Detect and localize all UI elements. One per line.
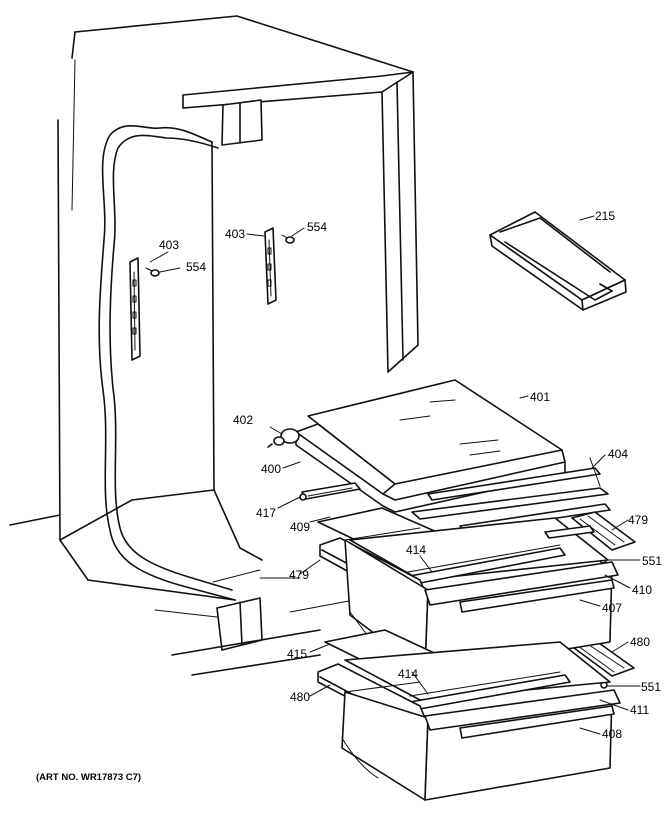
- callout-415: 415: [287, 647, 307, 661]
- callout-labels: 215 401 402 400 403 554 403 554 404 417 …: [36, 209, 662, 783]
- screw-554-left: [145, 267, 160, 277]
- leader-lines: [149, 215, 641, 735]
- callout-410: 410: [632, 583, 652, 597]
- crisper-drawer-upper: [319, 527, 619, 673]
- callout-402: 402: [233, 413, 253, 427]
- callout-404: 404: [608, 447, 628, 461]
- callout-411: 411: [630, 703, 649, 717]
- screw-554-right: [281, 234, 295, 244]
- callout-407: 407: [602, 601, 622, 615]
- callout-554-right: 554: [307, 220, 327, 234]
- callout-414-upper: 414: [406, 543, 426, 557]
- callout-400: 400: [261, 462, 281, 476]
- callout-408: 408: [602, 727, 622, 741]
- cabinet-liner: [9, 15, 419, 676]
- callout-480-right: 480: [630, 635, 650, 649]
- callout-479-left: 479: [289, 568, 309, 582]
- callout-401: 401: [530, 390, 550, 404]
- slide-rail-479-right: [571, 511, 636, 551]
- callout-480-left: 480: [290, 690, 310, 704]
- callout-215: 215: [595, 209, 615, 223]
- callout-554-left: 554: [186, 260, 206, 274]
- crisper-cover-upper: [317, 507, 609, 585]
- art-number: (ART NO. WR17873 C7): [36, 772, 141, 783]
- crisper-drawer-lower: [317, 663, 621, 801]
- door-bin: [489, 211, 627, 311]
- callout-403-right: 403: [225, 227, 245, 241]
- callout-417: 417: [256, 506, 276, 520]
- callout-479-right: 479: [628, 513, 648, 527]
- callout-403-left: 403: [159, 238, 179, 252]
- slide-rail-417: [299, 482, 361, 501]
- glass-shelf-upper: [295, 379, 611, 533]
- callout-409: 409: [290, 520, 310, 534]
- shelf-support-rail-right: [264, 227, 277, 305]
- callout-551-lower: 551: [641, 680, 661, 694]
- shelf-support-rail-left: [129, 257, 141, 361]
- shelf-bracket-402: [267, 428, 300, 448]
- callout-551-upper: 551: [642, 554, 662, 568]
- crisper-cover-lower: [324, 629, 611, 711]
- callout-414-lower: 414: [398, 667, 418, 681]
